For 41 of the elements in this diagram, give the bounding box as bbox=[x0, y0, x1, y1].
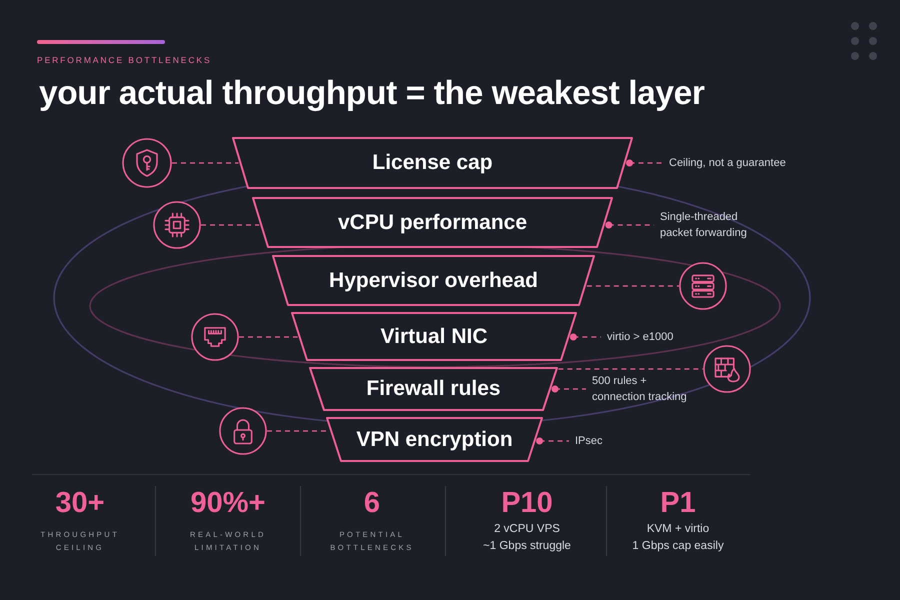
dashed-connector bbox=[172, 162, 238, 164]
funnel-layer bbox=[291, 312, 577, 361]
stat-caption: 2 vCPU VPS ~1 Gbps struggle bbox=[483, 522, 571, 554]
stat-value: 6 bbox=[364, 487, 380, 519]
dashed-connector bbox=[239, 336, 298, 338]
stat-value: 30+ bbox=[55, 487, 105, 519]
stat-value: P10 bbox=[501, 487, 553, 519]
firewall-flame-icon bbox=[703, 345, 751, 393]
layer-label: Hypervisor overhead bbox=[329, 268, 538, 292]
layer-label: Virtual NIC bbox=[380, 324, 488, 348]
annotation-text: 500 rules + connection tracking bbox=[592, 373, 687, 405]
dashed-connector bbox=[558, 368, 703, 370]
dot-leader-line bbox=[536, 438, 569, 444]
funnel-layer bbox=[232, 137, 633, 189]
funnel-layer bbox=[272, 255, 595, 306]
dashed-connector bbox=[586, 285, 679, 287]
dot-leader-line bbox=[626, 160, 663, 166]
layer-label: License cap bbox=[372, 151, 493, 175]
annotation-text: Single-threaded packet forwarding bbox=[660, 209, 747, 241]
layer-label: vCPU performance bbox=[338, 210, 528, 234]
shield-keyhole-icon bbox=[122, 138, 172, 188]
stat-caption: KVM + virtio 1 Gbps cap easily bbox=[632, 522, 724, 554]
funnel-layer bbox=[309, 367, 558, 411]
cpu-chip-icon bbox=[153, 201, 201, 249]
annotation-text: IPsec bbox=[575, 433, 603, 449]
layer-label: Firewall rules bbox=[366, 377, 501, 401]
dot-leader-line bbox=[552, 386, 586, 392]
funnel-layer bbox=[326, 417, 543, 462]
stat-value: P1 bbox=[660, 487, 696, 519]
eyebrow-text: PERFORMANCE BOTTLENECKS bbox=[37, 55, 212, 66]
stat-value: 90%+ bbox=[190, 487, 266, 519]
padlock-icon bbox=[219, 407, 267, 455]
annotation-text: virtio > e1000 bbox=[607, 329, 674, 345]
dashed-connector bbox=[201, 224, 260, 226]
server-rack-icon bbox=[679, 262, 727, 310]
dot-leader-line bbox=[570, 334, 601, 340]
annotation-text: Ceiling, not a guarantee bbox=[669, 155, 786, 171]
ethernet-port-icon bbox=[191, 313, 239, 361]
funnel-layer bbox=[252, 197, 613, 248]
layer-label: VPN encryption bbox=[356, 428, 513, 452]
title: your actual throughput = the weakest layer bbox=[39, 74, 704, 114]
